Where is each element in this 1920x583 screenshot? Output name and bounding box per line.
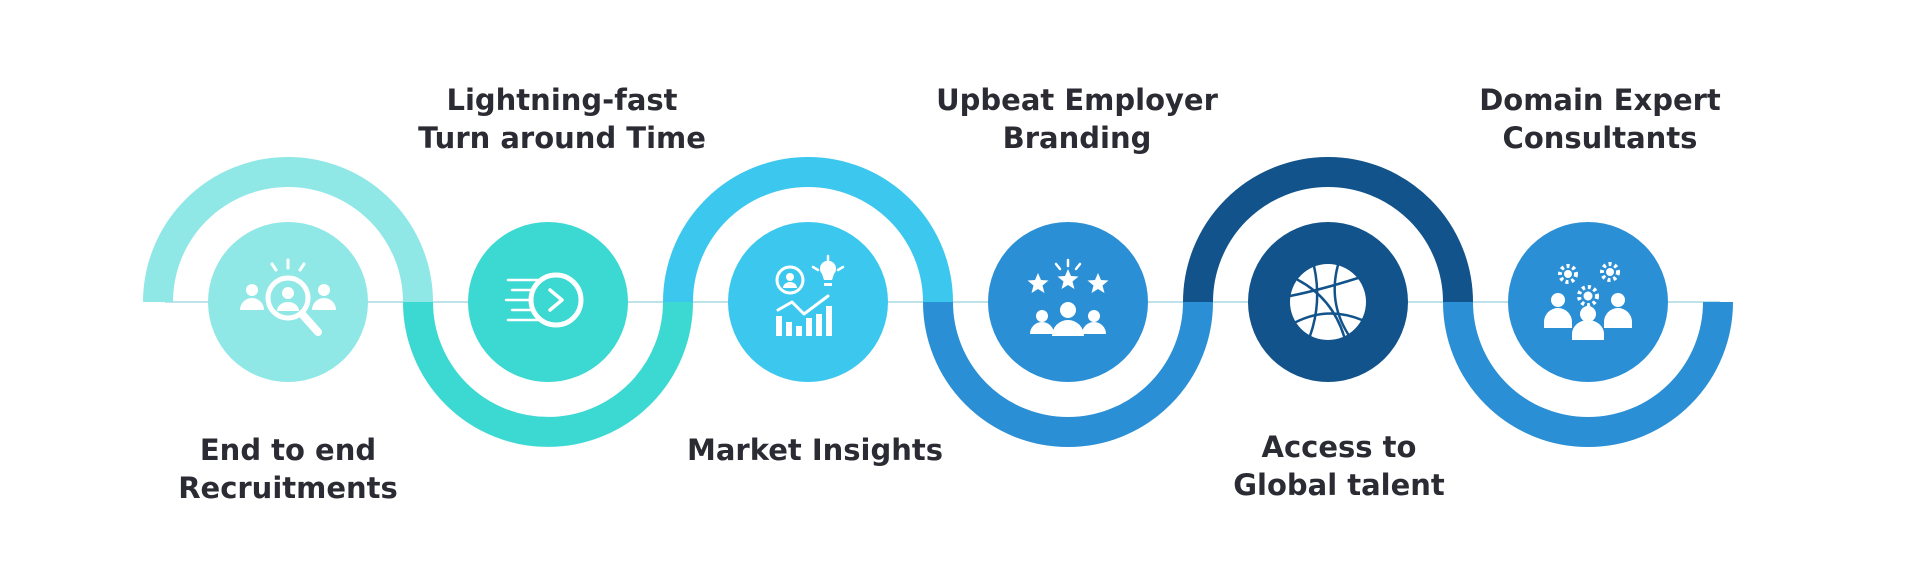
step-6-label: Domain Expert Consultants (1479, 81, 1721, 157)
step-5-label: Access to Global talent (1233, 428, 1445, 504)
step-2-label-line2: Turn around Time (418, 121, 706, 155)
step-1-label-line1: End to end (199, 433, 377, 467)
step-3-label: Market Insights (687, 431, 943, 469)
step-2-label: Lightning-fast Turn around Time (418, 81, 706, 157)
analytics-insights-icon (775, 254, 845, 336)
step-5-label-line2: Global talent (1233, 468, 1445, 502)
globe-network-icon (1288, 263, 1366, 340)
fast-forward-clock-icon (504, 272, 584, 328)
arc-step-1 (143, 157, 433, 303)
arc-step-4 (923, 301, 1213, 447)
arc-step-6 (1443, 301, 1733, 447)
step-5-label-line1: Access to (1261, 430, 1417, 464)
step-1-label: End to end Recruitments (178, 431, 398, 507)
arc-step-2 (403, 301, 693, 447)
team-gears-icon (1544, 262, 1632, 340)
step-4-label-line2: Branding (1002, 121, 1152, 155)
arc-step-5 (1183, 157, 1473, 303)
step-6-label-line1: Domain Expert (1479, 83, 1721, 117)
step-4-label: Upbeat Employer Branding (936, 81, 1218, 157)
step-2-label-line1: Lightning-fast (446, 83, 678, 117)
step-3-circle (728, 222, 888, 382)
step-2-circle (468, 222, 628, 382)
step-6-circle (1508, 222, 1668, 382)
step-6-label-line2: Consultants (1502, 121, 1698, 155)
search-people-icon (240, 258, 336, 336)
star-rated-team-icon (1027, 258, 1109, 336)
step-3-label-line1: Market Insights (686, 433, 944, 467)
step-4-label-line1: Upbeat Employer (936, 83, 1218, 117)
arc-step-3 (663, 157, 953, 303)
step-1-label-line2: Recruitments (178, 471, 398, 505)
